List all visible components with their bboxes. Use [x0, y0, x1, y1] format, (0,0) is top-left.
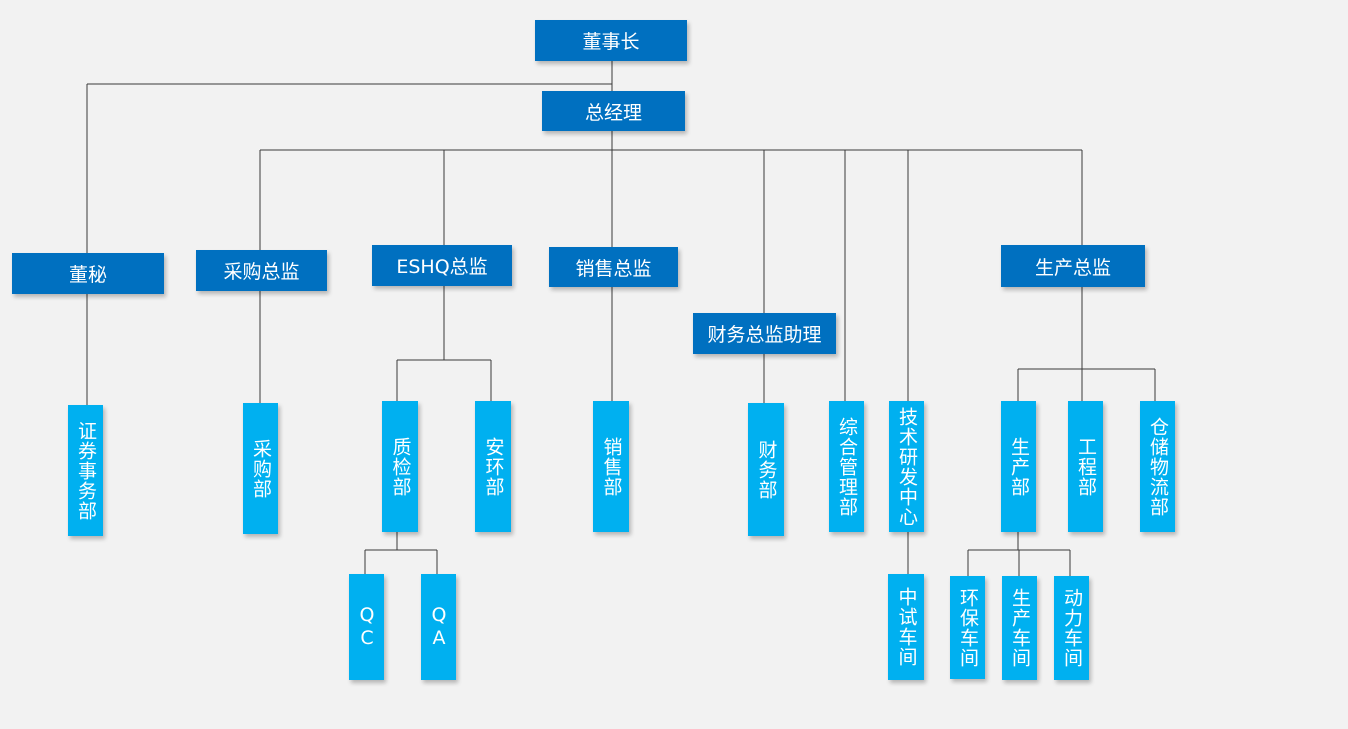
qa-label: QA — [428, 604, 450, 650]
production-dept-node: 生产部 — [1001, 401, 1036, 532]
finance-dept-label: 财务部 — [755, 439, 778, 500]
rd-center-node: 技术研发中心 — [889, 401, 924, 532]
prod-workshop-node: 生产车间 — [1002, 576, 1037, 680]
rd-center-label: 技术研发中心 — [896, 406, 918, 527]
qa-node: QA — [421, 574, 456, 680]
qc-label: QC — [356, 604, 378, 650]
general-manager-node: 总经理 — [542, 91, 685, 131]
warehouse-dept-node: 仓储物流部 — [1140, 401, 1175, 532]
finance-assistant-node: 财务总监助理 — [693, 313, 836, 354]
pilot-workshop-node: 中试车间 — [888, 574, 924, 680]
sales-director-node: 销售总监 — [549, 247, 678, 287]
purchasing-dept-node: 采购部 — [243, 403, 278, 534]
production-director-node: 生产总监 — [1001, 245, 1145, 287]
eshq-director-node: ESHQ总监 — [372, 245, 512, 286]
production-dept-label: 生产部 — [1008, 436, 1030, 497]
secretary-node: 董秘 — [12, 253, 164, 294]
chairman-node: 董事长 — [535, 20, 687, 61]
sales-dept-label: 销售部 — [600, 436, 623, 497]
securities-dept-node: 证券事务部 — [68, 405, 103, 536]
engineering-dept-node: 工程部 — [1068, 401, 1103, 532]
quality-dept-label: 质检部 — [389, 436, 412, 497]
engineering-dept-label: 工程部 — [1075, 436, 1097, 497]
pilot-workshop-label: 中试车间 — [895, 587, 918, 667]
env-workshop-node: 环保车间 — [950, 576, 985, 679]
sales-dept-node: 销售部 — [593, 401, 629, 532]
quality-dept-node: 质检部 — [382, 401, 418, 532]
safety-env-dept-label: 安环部 — [482, 436, 505, 497]
procurement-director-node: 采购总监 — [196, 250, 327, 291]
prod-workshop-label: 生产车间 — [1009, 588, 1031, 668]
env-workshop-label: 环保车间 — [957, 587, 979, 668]
purchasing-dept-label: 采购部 — [250, 438, 272, 499]
warehouse-dept-label: 仓储物流部 — [1147, 416, 1169, 517]
securities-dept-label: 证券事务部 — [75, 420, 97, 521]
safety-env-dept-node: 安环部 — [475, 401, 511, 532]
finance-dept-node: 财务部 — [748, 403, 784, 536]
admin-dept-node: 综合管理部 — [829, 401, 864, 532]
power-workshop-label: 动力车间 — [1061, 588, 1083, 668]
power-workshop-node: 动力车间 — [1054, 576, 1089, 680]
admin-dept-label: 综合管理部 — [836, 416, 858, 517]
qc-node: QC — [349, 574, 384, 680]
